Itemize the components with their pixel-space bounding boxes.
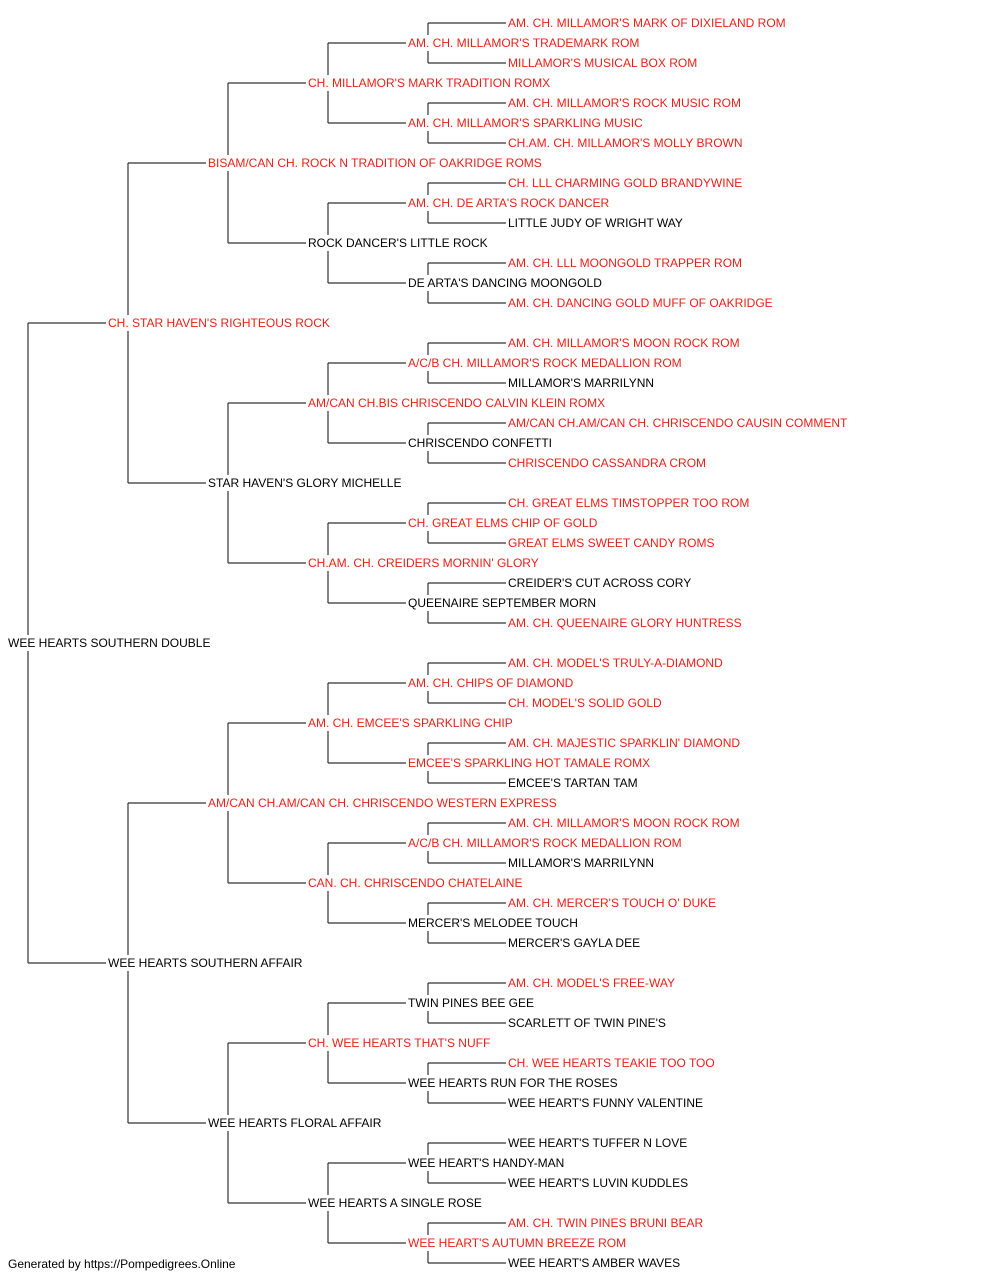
ancestor-name-gen4: A/C/B CH. MILLAMOR'S ROCK MEDALLION ROM — [408, 836, 682, 850]
ancestor-name-gen5: WEE HEART'S LUVIN KUDDLES — [508, 1176, 688, 1190]
ancestor-name-gen2: BISAM/CAN CH. ROCK N TRADITION OF OAKRID… — [208, 156, 542, 170]
ancestor-name-gen5: WEE HEART'S FUNNY VALENTINE — [508, 1096, 703, 1110]
ancestor-name-gen5: CH.AM. CH. MILLAMOR'S MOLLY BROWN — [508, 136, 743, 150]
ancestor-name-gen3: CH. WEE HEARTS THAT'S NUFF — [308, 1036, 490, 1050]
ancestor-name-gen2: AM/CAN CH.AM/CAN CH. CHRISCENDO WESTERN … — [208, 796, 557, 810]
ancestor-name-gen4: A/C/B CH. MILLAMOR'S ROCK MEDALLION ROM — [408, 356, 682, 370]
ancestor-name-gen5: AM. CH. MILLAMOR'S MOON ROCK ROM — [508, 336, 740, 350]
ancestor-name-gen3: AM. CH. EMCEE'S SPARKLING CHIP — [308, 716, 513, 730]
ancestor-name-gen4: AM. CH. DE ARTA'S ROCK DANCER — [408, 196, 610, 210]
ancestor-name-gen4: WEE HEART'S HANDY-MAN — [408, 1156, 564, 1170]
ancestor-name-gen5: CH. WEE HEARTS TEAKIE TOO TOO — [508, 1056, 715, 1070]
ancestor-name-gen5: MERCER'S GAYLA DEE — [508, 936, 640, 950]
ancestor-name-gen3: CH. MILLAMOR'S MARK TRADITION ROMX — [308, 76, 550, 90]
ancestor-name-gen5: EMCEE'S TARTAN TAM — [508, 776, 638, 790]
ancestor-name-gen4: CHRISCENDO CONFETTI — [408, 436, 552, 450]
connector-lines — [27, 22, 506, 1264]
ancestor-name-gen4: AM. CH. CHIPS OF DIAMOND — [408, 676, 574, 690]
ancestor-name-gen5: GREAT ELMS SWEET CANDY ROMS — [508, 536, 714, 550]
ancestor-name-gen4: TWIN PINES BEE GEE — [408, 996, 534, 1010]
ancestor-name-gen4: MERCER'S MELODEE TOUCH — [408, 916, 578, 930]
ancestor-name-gen5: AM. CH. MODEL'S TRULY-A-DIAMOND — [508, 656, 723, 670]
generated-by-footer: Generated by https://Pompedigrees.Online — [8, 1257, 236, 1271]
ancestor-name-gen2: WEE HEARTS FLORAL AFFAIR — [208, 1116, 382, 1130]
ancestor-name-gen5: MILLAMOR'S MARRILYNN — [508, 856, 654, 870]
ancestor-name-gen4: WEE HEART'S AUTUMN BREEZE ROM — [408, 1236, 626, 1250]
ancestor-name-gen4: CH. GREAT ELMS CHIP OF GOLD — [408, 516, 598, 530]
ancestor-name-gen1: CH. STAR HAVEN'S RIGHTEOUS ROCK — [108, 316, 330, 330]
ancestor-name-gen4: AM. CH. MILLAMOR'S SPARKLING MUSIC — [408, 116, 643, 130]
ancestor-name-gen4: AM. CH. MILLAMOR'S TRADEMARK ROM — [408, 36, 639, 50]
ancestor-name-gen5: AM. CH. MILLAMOR'S MARK OF DIXIELAND ROM — [508, 16, 786, 30]
ancestor-name-gen4: EMCEE'S SPARKLING HOT TAMALE ROMX — [408, 756, 650, 770]
ancestor-name-gen5: CH. MODEL'S SOLID GOLD — [508, 696, 662, 710]
ancestor-name-gen5: AM. CH. DANCING GOLD MUFF OF OAKRIDGE — [508, 296, 773, 310]
ancestor-name-gen5: CH. LLL CHARMING GOLD BRANDYWINE — [508, 176, 742, 190]
ancestor-name-gen5: CHRISCENDO CASSANDRA CROM — [508, 456, 706, 470]
ancestor-name-gen5: AM. CH. MILLAMOR'S ROCK MUSIC ROM — [508, 96, 741, 110]
ancestor-name-gen5: AM. CH. MILLAMOR'S MOON ROCK ROM — [508, 816, 740, 830]
ancestor-name-gen3: CAN. CH. CHRISCENDO CHATELAINE — [308, 876, 522, 890]
ancestor-name-gen4: QUEENAIRE SEPTEMBER MORN — [408, 596, 596, 610]
ancestor-name-gen5: AM. CH. MERCER'S TOUCH O' DUKE — [508, 896, 716, 910]
ancestor-name-gen5: AM. CH. TWIN PINES BRUNI BEAR — [508, 1216, 703, 1230]
ancestor-name-gen5: AM. CH. LLL MOONGOLD TRAPPER ROM — [508, 256, 742, 270]
ancestor-name-gen5: MILLAMOR'S MUSICAL BOX ROM — [508, 56, 697, 70]
ancestor-name-gen3: WEE HEARTS A SINGLE ROSE — [308, 1196, 482, 1210]
ancestor-name-gen3: AM/CAN CH.BIS CHRISCENDO CALVIN KLEIN RO… — [308, 396, 605, 410]
ancestor-name-gen5: SCARLETT OF TWIN PINE'S — [508, 1016, 666, 1030]
ancestor-name-gen5: WEE HEART'S TUFFER N LOVE — [508, 1136, 687, 1150]
ancestor-name-gen5: AM. CH. MAJESTIC SPARKLIN' DIAMOND — [508, 736, 740, 750]
ancestor-name-gen5: AM. CH. MODEL'S FREE-WAY — [508, 976, 675, 990]
ancestor-name-gen3: ROCK DANCER'S LITTLE ROCK — [308, 236, 488, 250]
ancestor-name-gen5: CH. GREAT ELMS TIMSTOPPER TOO ROM — [508, 496, 749, 510]
ancestor-name-gen1: WEE HEARTS SOUTHERN AFFAIR — [108, 956, 303, 970]
ancestor-name-gen3: CH.AM. CH. CREIDERS MORNIN' GLORY — [308, 556, 539, 570]
dog-labels: WEE HEARTS SOUTHERN DOUBLE CH. STAR HAVEN… — [8, 16, 848, 1270]
ancestor-name-gen4: WEE HEARTS RUN FOR THE ROSES — [408, 1076, 618, 1090]
ancestor-name-gen2: STAR HAVEN'S GLORY MICHELLE — [208, 476, 401, 490]
ancestor-name-gen5: WEE HEART'S AMBER WAVES — [508, 1256, 680, 1270]
ancestor-name-gen5: LITTLE JUDY OF WRIGHT WAY — [508, 216, 683, 230]
ancestor-name-gen5: CREIDER'S CUT ACROSS CORY — [508, 576, 691, 590]
subject-dog-name: WEE HEARTS SOUTHERN DOUBLE — [8, 636, 210, 650]
ancestor-name-gen5: MILLAMOR'S MARRILYNN — [508, 376, 654, 390]
ancestor-name-gen5: AM. CH. QUEENAIRE GLORY HUNTRESS — [508, 616, 742, 630]
ancestor-name-gen5: AM/CAN CH.AM/CAN CH. CHRISCENDO CAUSIN C… — [508, 416, 848, 430]
ancestor-name-gen4: DE ARTA'S DANCING MOONGOLD — [408, 276, 602, 290]
